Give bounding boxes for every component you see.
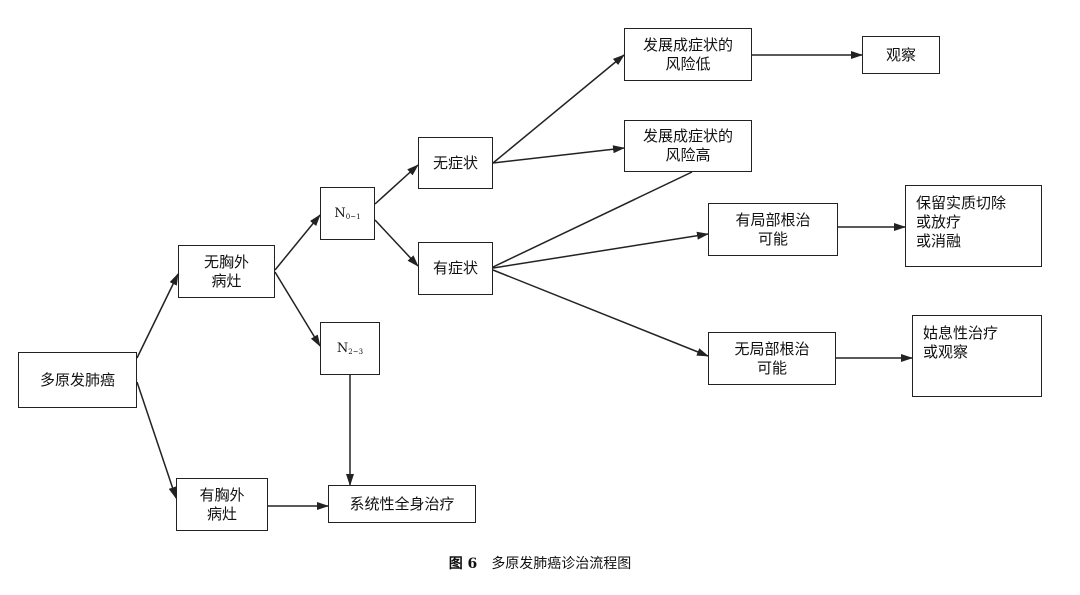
node-text: 或放疗 <box>916 213 962 231</box>
node-text: 保留实质切除 <box>916 194 1007 212</box>
node-text: 或观察 <box>923 343 969 361</box>
node-text: 无症状 <box>432 153 478 172</box>
node-systemic-therapy: 系统性全身治疗 <box>328 485 476 523</box>
node-palliative-treatment: 姑息性治疗 或观察 <box>912 315 1042 397</box>
node-high-risk-of-symptoms: 发展成症状的 风险高 <box>624 120 752 172</box>
figure-caption: 图 6 多原发肺癌诊治流程图 <box>0 553 1080 573</box>
node-no-extrathoracic-lesion: 无胸外 病灶 <box>178 245 275 298</box>
node-local-curative-not-possible: 无局部根治 可能 <box>708 332 836 385</box>
arrow-asymptomatic-to-low-risk <box>492 54 625 164</box>
arrow-asymptomatic-to-high-risk <box>492 145 625 164</box>
node-text: 无局部根治 <box>734 339 810 358</box>
node-n2-3: N2~3 <box>320 322 380 375</box>
node-text: 风险低 <box>665 54 711 73</box>
node-text: 多原发肺癌 <box>39 370 115 389</box>
arrow-mpl-to-has-extra <box>136 381 177 499</box>
node-text: 风险高 <box>665 146 711 164</box>
node-text: 或消融 <box>916 232 962 250</box>
node-text: 病灶 <box>206 504 237 523</box>
node-text: 姑息性治疗 <box>923 324 999 342</box>
node-parenchyma-sparing-resection: 保留实质切除 或放疗 或消融 <box>905 185 1042 267</box>
node-text: 可能 <box>756 358 787 377</box>
n-stage-label: N0~1 <box>334 205 361 221</box>
node-low-risk-of-symptoms: 发展成症状的 风险低 <box>624 28 752 81</box>
arrow-no-extra-to-n01 <box>274 214 321 271</box>
arrow-no-extra-to-n23 <box>274 271 321 347</box>
arrow-n01-to-asymptomatic <box>374 164 419 205</box>
node-text: 无胸外 <box>203 252 249 271</box>
n-stage-label: N2~3 <box>336 340 364 356</box>
node-with-extrathoracic-lesion: 有胸外 病灶 <box>176 478 268 531</box>
node-text: 发展成症状的 <box>642 127 733 145</box>
node-text: 有症状 <box>432 259 478 277</box>
figure-caption-text: 多原发肺癌诊治流程图 <box>491 556 632 572</box>
node-observe: 观察 <box>862 36 940 74</box>
arrow-mpl-to-no-extra <box>136 273 179 359</box>
node-n0-1: N0~1 <box>320 187 375 240</box>
node-asymptomatic: 无症状 <box>418 137 493 189</box>
node-multiple-primary-lung-cancer: 多原发肺癌 <box>18 352 137 408</box>
arrow-symptomatic-to-local-impossible <box>492 269 709 357</box>
figure-number: 图 6 <box>448 556 478 572</box>
node-local-curative-possible: 有局部根治 可能 <box>708 203 838 256</box>
node-text: 有胸外 <box>199 485 245 504</box>
line-symptomatic-to-high-risk <box>492 171 693 268</box>
arrow-symptomatic-to-local-possible <box>492 231 709 269</box>
node-text: 观察 <box>885 45 916 64</box>
node-symptomatic: 有症状 <box>418 242 493 295</box>
node-text: 有局部根治 <box>735 210 811 229</box>
arrow-n01-to-symptomatic <box>374 219 419 267</box>
node-text: 系统性全身治疗 <box>349 494 455 513</box>
node-text: 病灶 <box>211 271 242 290</box>
node-text: 可能 <box>757 229 788 248</box>
node-text: 发展成症状的 <box>642 35 733 54</box>
